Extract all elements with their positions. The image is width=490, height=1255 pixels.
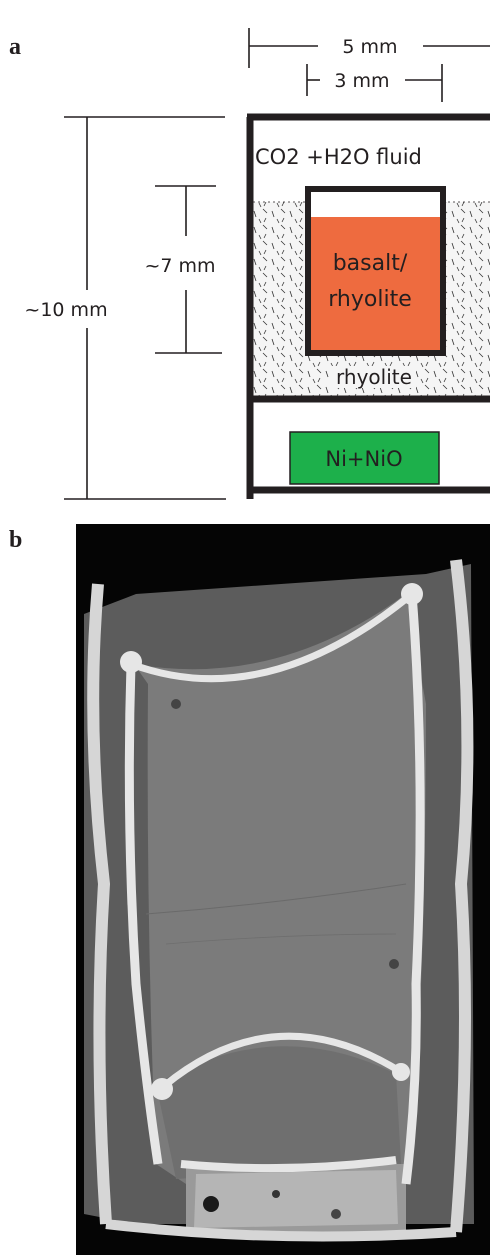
outer-width-dimension: 5 mm — [249, 28, 490, 68]
inner-capsule-label-line1: basalt/ — [333, 251, 408, 276]
inner-height-label: ~7 mm — [144, 255, 215, 277]
powder-label: rhyolite — [336, 365, 412, 389]
outer-height-dimension: ~10 mm — [24, 117, 226, 499]
outer-height-label: ~10 mm — [24, 299, 107, 321]
panel-label-b: b — [9, 527, 22, 554]
outer-width-label: 5 mm — [342, 36, 397, 58]
micrograph-drawing — [76, 524, 490, 1255]
capsule-schematic: 5 mm 3 mm ~10 mm ~7 mm CO2 +H2O fluid — [0, 0, 490, 520]
buffer-label: Ni+NiO — [325, 447, 402, 471]
inner-height-dimension: ~7 mm — [144, 186, 222, 353]
buffer-container: Ni+NiO — [290, 432, 439, 484]
inner-width-dimension: 3 mm — [307, 64, 442, 102]
inner-capsule: basalt/ rhyolite — [306, 189, 445, 353]
inner-width-label: 3 mm — [334, 70, 389, 92]
fluid-label: CO2 +H2O fluid — [255, 145, 422, 169]
inner-capsule-label-line2: rhyolite — [328, 287, 411, 312]
capsule-micrograph — [76, 524, 490, 1255]
